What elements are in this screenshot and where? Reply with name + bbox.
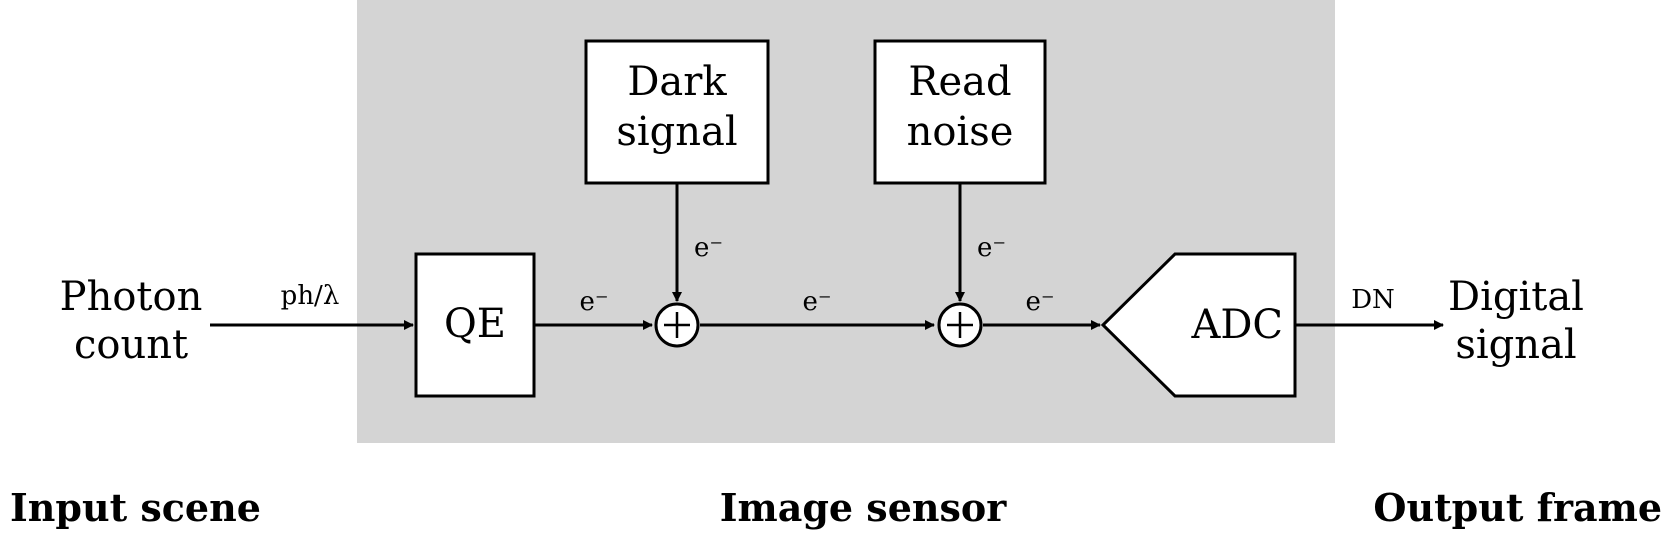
edge-label-adc-to-output: DN [1351, 285, 1395, 315]
dark-signal-label-line1: Dark [627, 59, 727, 105]
dark-signal-box [584, 39, 770, 185]
photon-count-label-line1: Photon [60, 274, 203, 320]
edge-label-read-to-sum2: e⁻ [977, 233, 1006, 263]
edge-label-photon-to-qe: ph/λ [281, 281, 340, 311]
edge-label-qe-to-sum1: e⁻ [579, 287, 608, 317]
adc-block [1100, 252, 1297, 398]
edge-label-sum1-to-sum2: e⁻ [802, 287, 831, 317]
read-noise-label-line2: noise [907, 109, 1014, 155]
digital-signal-label-line2: signal [1455, 322, 1576, 368]
section-label-output-frame: Output frame [1373, 485, 1662, 530]
section-label-input-scene: Input scene [10, 485, 261, 530]
edge-label-sum2-to-adc: e⁻ [1025, 287, 1054, 317]
qe-label: QE [444, 301, 506, 347]
read-noise-box [873, 39, 1047, 185]
digital-signal-label-line1: Digital [1448, 274, 1584, 320]
read-noise-label-line1: Read [908, 59, 1011, 105]
dark-signal-label-line2: signal [616, 109, 737, 155]
edge-label-dark-to-sum1: e⁻ [694, 233, 723, 263]
section-label-image-sensor: Image sensor [720, 485, 1008, 530]
qe-box [414, 252, 536, 398]
adc-label: ADC [1190, 302, 1283, 348]
photon-count-label-line2: count [74, 322, 188, 368]
